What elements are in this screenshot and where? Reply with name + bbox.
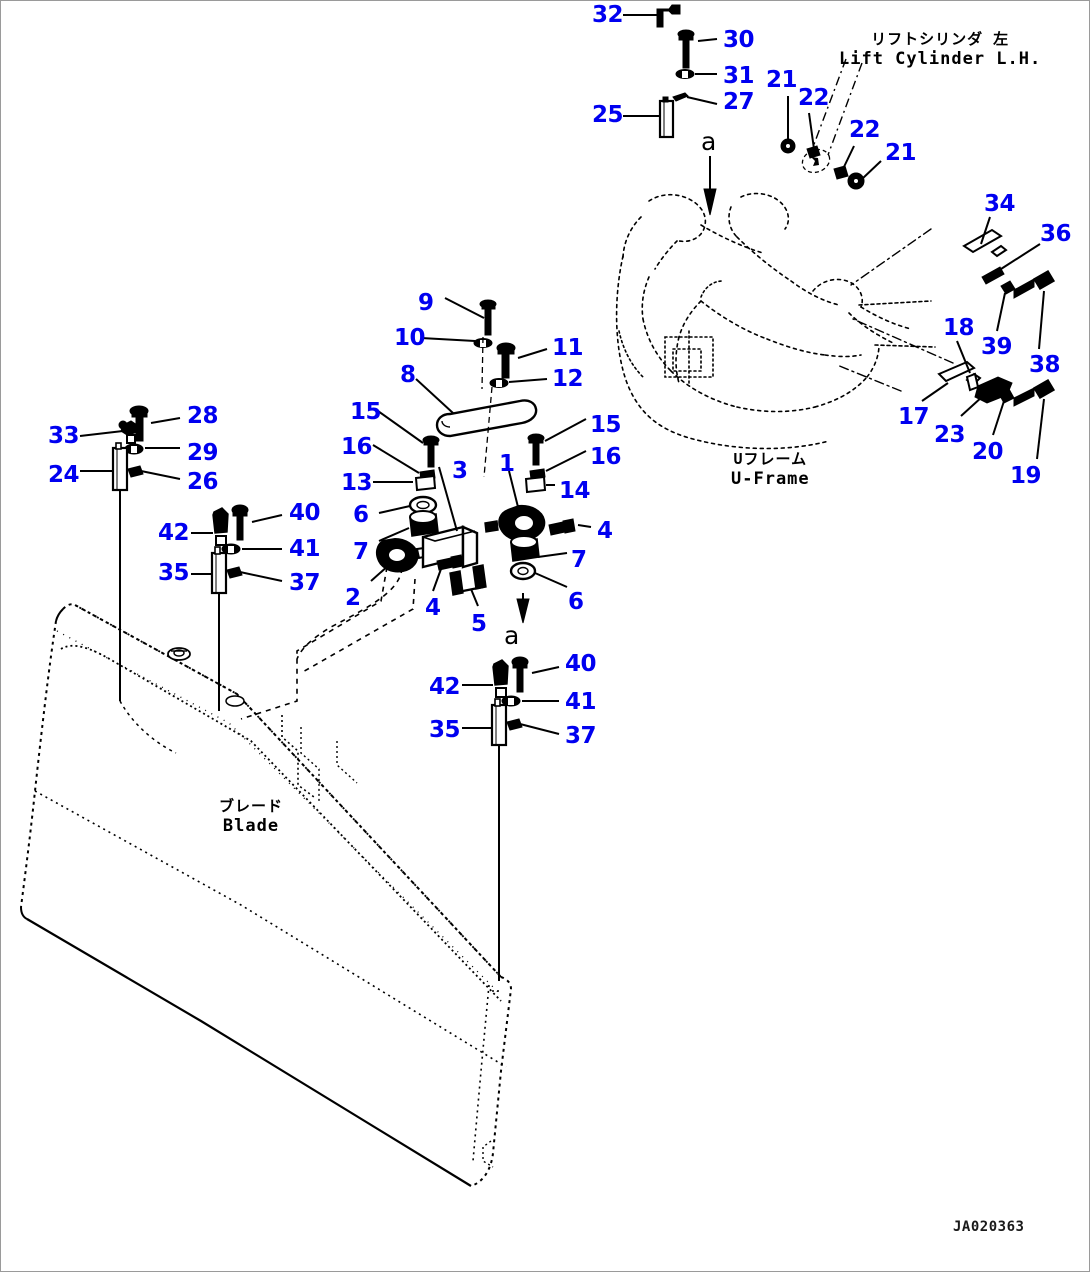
callout-21-upper: 21 bbox=[766, 67, 798, 93]
callout-34: 34 bbox=[984, 191, 1016, 217]
callout-40-lower: 40 bbox=[565, 651, 597, 677]
callout-41-upper: 41 bbox=[289, 536, 321, 562]
left-rod-assembly bbox=[79, 405, 181, 754]
callout-37-lower: 37 bbox=[565, 723, 597, 749]
callout-39: 39 bbox=[981, 334, 1013, 360]
section-label-u-frame-jp: Uフレーム bbox=[733, 450, 808, 468]
callout-35-lower: 35 bbox=[429, 717, 461, 743]
callout-33: 33 bbox=[48, 423, 80, 449]
callout-38: 38 bbox=[1029, 352, 1061, 378]
callout-4-right: 4 bbox=[597, 518, 613, 544]
callout-28: 28 bbox=[187, 403, 219, 429]
callout-36: 36 bbox=[1040, 221, 1072, 247]
callout-30: 30 bbox=[723, 27, 755, 53]
callout-15-right: 15 bbox=[590, 412, 622, 438]
callout-5: 5 bbox=[471, 611, 487, 637]
section-marker-a-lower: a bbox=[504, 621, 520, 650]
uframe-right-lower-parts bbox=[921, 340, 1056, 460]
callout-26: 26 bbox=[187, 469, 219, 495]
callout-7-left: 7 bbox=[353, 539, 369, 565]
callout-42-upper: 42 bbox=[158, 520, 190, 546]
callout-6-left: 6 bbox=[353, 502, 369, 528]
callout-22-upper: 22 bbox=[798, 85, 830, 111]
callout-40-upper: 40 bbox=[289, 500, 321, 526]
callout-16-left: 16 bbox=[341, 434, 373, 460]
callout-9: 9 bbox=[418, 290, 434, 316]
callout-31: 31 bbox=[723, 63, 755, 89]
marker-a-upper-arrow bbox=[703, 156, 717, 216]
section-label-blade: ブレード Blade bbox=[219, 796, 283, 836]
uframe-right-upper-parts bbox=[962, 216, 1056, 350]
callout-15-left: 15 bbox=[350, 399, 382, 425]
callout-12: 12 bbox=[552, 366, 584, 392]
section-label-lift-cylinder: リフトシリンダ 左 Lift Cylinder L.H. bbox=[839, 29, 1041, 69]
section-label-u-frame-en: U-Frame bbox=[731, 469, 810, 489]
callout-3: 3 bbox=[452, 458, 468, 484]
callout-8: 8 bbox=[400, 362, 416, 388]
callout-7-right: 7 bbox=[571, 547, 587, 573]
top-fitting-group bbox=[623, 4, 718, 139]
callout-20: 20 bbox=[972, 439, 1004, 465]
section-label-lift-cylinder-en: Lift Cylinder L.H. bbox=[839, 49, 1042, 69]
callout-32: 32 bbox=[592, 2, 624, 28]
callout-35-upper: 35 bbox=[158, 560, 190, 586]
blade-drawing bbox=[20, 603, 513, 1187]
callout-6-right: 6 bbox=[568, 589, 584, 615]
callout-17: 17 bbox=[898, 404, 930, 430]
callout-16-right: 16 bbox=[590, 444, 622, 470]
section-label-blade-jp: ブレード bbox=[219, 797, 284, 815]
callout-10: 10 bbox=[394, 325, 426, 351]
callout-27: 27 bbox=[723, 89, 755, 115]
callout-21-lower: 21 bbox=[885, 140, 917, 166]
callout-14: 14 bbox=[559, 478, 591, 504]
callout-22-lower: 22 bbox=[849, 117, 881, 143]
callout-37-upper: 37 bbox=[289, 570, 321, 596]
lower-rod-assembly bbox=[462, 656, 560, 981]
callout-1: 1 bbox=[499, 451, 515, 477]
callout-18: 18 bbox=[943, 315, 975, 341]
drawing-code: JA020363 bbox=[953, 1219, 1025, 1235]
left-rod-assembly-2 bbox=[191, 504, 283, 711]
callout-23: 23 bbox=[934, 422, 966, 448]
section-label-blade-en: Blade bbox=[222, 816, 280, 836]
callout-41-lower: 41 bbox=[565, 689, 597, 715]
callout-24: 24 bbox=[48, 462, 80, 488]
blade-linkage-dashed bbox=[240, 566, 416, 720]
callout-2: 2 bbox=[345, 585, 361, 611]
callout-4-center: 4 bbox=[425, 595, 441, 621]
center-assembly-group bbox=[370, 297, 592, 624]
callout-25: 25 bbox=[592, 102, 624, 128]
section-marker-a-upper: a bbox=[701, 127, 717, 156]
callout-11: 11 bbox=[552, 335, 584, 361]
section-label-lift-cylinder-jp: リフトシリンダ 左 bbox=[871, 30, 1010, 48]
callout-13: 13 bbox=[341, 470, 373, 496]
lift-cylinder-pin-group bbox=[780, 58, 882, 190]
callout-19: 19 bbox=[1010, 463, 1042, 489]
callout-29: 29 bbox=[187, 440, 219, 466]
u-frame-outline bbox=[615, 192, 954, 450]
section-label-u-frame: Uフレーム U-Frame bbox=[731, 449, 810, 489]
callout-42-lower: 42 bbox=[429, 674, 461, 700]
